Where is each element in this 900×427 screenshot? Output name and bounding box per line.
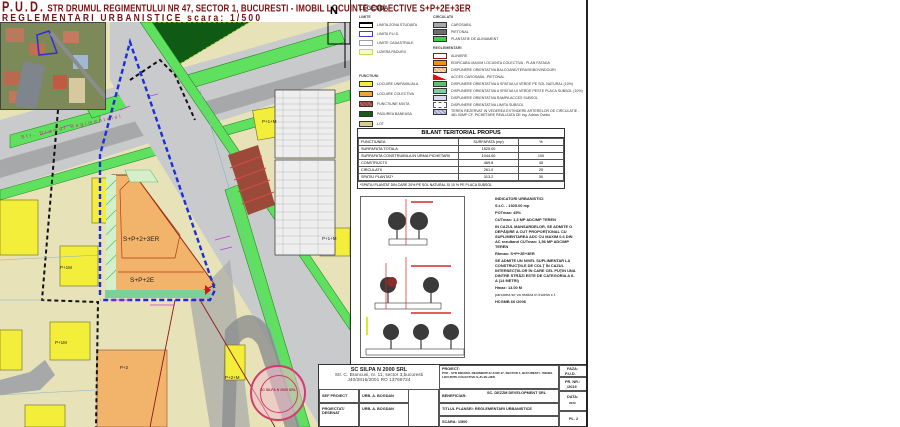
pr-nr-label: PR. NR.: [565,380,581,384]
fill-swatch-icon [359,121,373,127]
urban-indicators: INDICATORI URBANISTICI S.t.C. - 1525.00 … [495,196,576,304]
fill-swatch-icon [433,53,447,59]
lot-label-main: S+P+2+3ER [123,236,160,243]
fill-swatch-icon [359,91,373,97]
legend-item: ALINIERE [433,53,467,59]
line-swatch-icon [359,49,373,55]
fill-swatch-icon [433,88,447,94]
legend-functiuni-heading: FUNCTIUNI [359,74,379,78]
legend-item: EDIFICABIL MAXIM LOCUINTA COLECTIVA - PL… [433,60,550,66]
plan-subtitle: REGLEMENTARI URBANISTICE scara: 1/500 [2,12,263,24]
fill-swatch-icon [433,36,447,42]
fill-swatch-icon [359,81,373,87]
fill-swatch-icon [433,95,447,101]
table-row: SURFAFATA CONSTRUIBILA IN URMA PICHETARI… [358,152,564,160]
bilant-table: BILANT TERITORIAL PROPUS FUNCTIUNEA SURF… [357,128,565,189]
firm-address: Str. C. Brancusi, nr. 11, sector 3,bucur… [334,373,424,378]
urban-plan-sheet: P.U.D. STR DRUMUL REGIMENTULUI NR 47, SE… [0,0,588,427]
sef-proiect-label: SEF PROIECT [322,394,348,398]
lot-label: P+2+M [225,375,240,380]
legend-item: LIZIERA PADURII [359,49,406,55]
legend-circulatii-heading: CIRCULATII [433,15,454,19]
orthophoto-inset [0,22,106,110]
line-swatch-icon [433,102,447,108]
legend-item: DISPUNERE ORIENTATIVA A SPATIULUI VERDE … [433,81,573,87]
proiectat-value: URB. A. BOGDAN [362,407,394,411]
line-swatch-icon [359,40,373,46]
lot-label: P+1M [55,340,67,345]
table-header-row: FUNCTIUNEA SURFAFATA (mp) % [358,138,564,146]
firm-name: SC SILPA N 2000 SRL [350,367,408,373]
legend-item: ACCES CAROSABIL ,PIETONAL [433,74,505,80]
street-sections-drawing [360,196,465,358]
pr-nr-value: _/2019 [565,385,577,389]
lot-label: P+1M [60,265,72,270]
legend-item: DISPUNERE ORIENTATIVA A SPATIULUI VERDE … [433,88,583,94]
legend-limite-heading: LIMITE [359,15,371,19]
access-triangle-icon [433,74,447,80]
hatch-swatch-icon [359,101,373,107]
legend-item: CAROSABIL [433,22,472,28]
data-label: DATA: [567,395,579,399]
faza-value: P.U.D. [565,372,576,376]
plansa-title: TITLUL PLANSEI: REGLEMENTARI URBANISTICE [442,407,532,411]
fill-swatch-icon [433,81,447,87]
proiectat-label: PROIECTAT/ DESENAT [322,407,345,415]
indicators-heading: INDICATORI URBANISTICI [495,196,544,201]
fill-swatch-icon [433,29,447,35]
legend-item: LOT [359,121,384,127]
legend-item: LIMITA P.U.D. [359,31,399,37]
legend-item: LIMITA ZONA STUDIATA [359,22,417,28]
title-block-cartouche: SC SILPA N 2000 SRL Str. C. Brancusi, nr… [318,364,586,427]
fill-swatch-icon [433,60,447,66]
line-swatch-icon [359,31,373,37]
proiect-value: PUD - STR DRUMUL REGIMENTULUI NR 47, SEC… [442,371,553,379]
legend-item: PLANTATIE DE ALINIAMENT [433,36,498,42]
firm-info: SC SILPA N 2000 SRL Str. C. Brancusi, nr… [319,365,439,389]
lot-label: P+1+M [262,119,277,124]
legend-item: DISPUNERE ORIENTATIVA LIMITA SUBSOL [433,102,524,108]
lot-label: P+1+M [322,236,337,241]
hatch-swatch-icon [433,109,447,115]
legend-item: DISPUNERE ORIENTATIVA RAMPA ACCES SUBSOL [433,95,538,101]
fill-swatch-icon [359,111,373,117]
proiect-label: PROIECT: [442,367,460,371]
stamp-text: SC SILPA N 2000 SRL [260,388,296,392]
bilant-title: BILANT TERITORIAL PROPUS [358,129,564,138]
north-arrow-icon: N [330,5,338,17]
legend-item: LOCUIRE UNIFAMILIALA [359,81,418,87]
legend-item: PIETONAL [433,29,469,35]
faza-label: FAZA: [567,367,579,371]
bilant-grid: FUNCTIUNEA SURFAFATA (mp) % SURFAFATA TO… [358,138,564,181]
fill-swatch-icon [433,22,447,28]
plansa-number: PL. 2 [569,417,579,421]
title-block: P.U.D. STR DRUMUL REGIMENTULUI NR 47, SE… [0,0,471,24]
plan-title: P.U.D. STR DRUMUL REGIMENTULUI NR 47, SE… [2,0,471,16]
legend-item: LIMITE CADASTRALE [359,40,414,46]
beneficiar-label: BENEFICIAR: [442,394,467,398]
legend-item: TEREN REZERVAT IN VEDEREA EXTINDERII ART… [433,109,583,118]
line-swatch-icon [359,22,373,28]
legend-item: LOCUIRE COLECTIVA [359,91,414,97]
lot-label: P+2 [120,365,129,370]
lot-label-secondary: S+P+2E [130,277,155,284]
legend-item: FUNCTIUNE MIXTA [359,101,409,107]
legend-reglementari-heading: REGLEMENTARI [433,46,462,50]
sef-proiect-value: URB. A. BOGDAN [362,394,394,398]
company-stamp-icon [250,365,306,421]
legend-item: DISPUNERE ORIENTATIVA BALCOANE/TERASE/BO… [433,67,556,73]
bilant-footnote: *SPATIU PLANTAT DIN CARE 20% PE SOL NATU… [358,181,564,188]
data-value: 2020 [569,401,576,405]
firm-registration: J40/2816/2001 RO 13769724 [347,378,411,383]
legend-title: LEGENDA [359,6,389,12]
scale-label: SCARA: 1/500 [442,420,468,424]
legend-item: PADUREA BANEASA [359,111,412,117]
hatch-swatch-icon [433,67,447,73]
beneficiar-value: SC. DEZZM DEVELOPMENT SRL [487,391,547,395]
